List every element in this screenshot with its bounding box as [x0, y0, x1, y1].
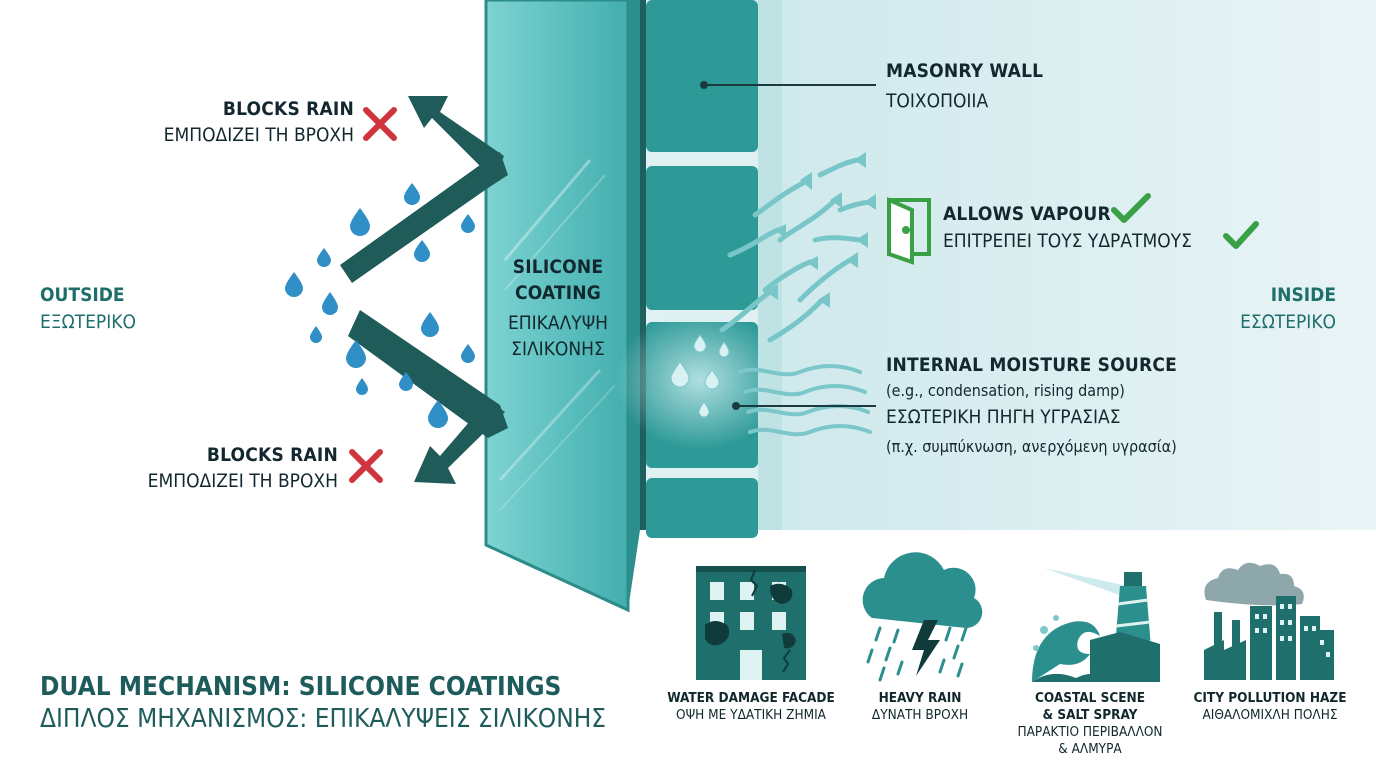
scenario-label-gr: ΔΥΝΑΤΗ ΒΡΟΧΗ	[871, 707, 969, 723]
coating-label-gr-line2: ΣΙΛΙΚΟΝΗΣ	[511, 338, 605, 360]
door-icon	[887, 196, 931, 265]
scenario-label-gr-line2: & ΑΛΜΥΡΑ	[1058, 741, 1122, 757]
inside-label: INSIDE	[1270, 284, 1336, 306]
moisture-source-detail-gr: (π.χ. συμπύκνωση, ανερχόμενη υγρασία)	[886, 437, 1177, 456]
main-title: DUAL MECHANISM: SILICONE COATINGS	[40, 672, 562, 702]
scenario-label-gr: ΑΙΘΑΛΟΜΙΧΛΗ ΠΟΛΗΣ	[1202, 707, 1338, 723]
moisture-mist	[615, 310, 785, 450]
inside-background	[760, 0, 1376, 530]
lighthouse-wave-icon	[1032, 568, 1160, 682]
cross-icon-bottom	[349, 449, 383, 483]
scenario-label-gr-line1: ΠΑΡΑΚΤΙΟ ΠΕΡΙΒΑΛΛΟΝ	[1017, 724, 1163, 740]
scenario-label: HEAVY RAIN	[878, 690, 962, 706]
scenario-label: WATER DAMAGE FACADE	[667, 690, 835, 706]
deflect-arrow-top	[340, 96, 508, 283]
outside-label: OUTSIDE	[40, 284, 125, 306]
masonry-wall-label-gr: ΤΟΙΧΟΠΟΙΙΑ	[886, 90, 989, 112]
outside-label-gr: ΕΞΩΤΕΡΙΚΟ	[40, 311, 136, 333]
blocks-rain-bottom-label: BLOCKS RAIN	[206, 444, 338, 466]
inside-label-gr: ΕΣΩΤΕΡΙΚΟ	[1240, 311, 1336, 333]
check-icon-top	[1111, 193, 1151, 223]
moisture-source-detail: (e.g., condensation, rising damp)	[886, 381, 1125, 400]
coating-label-line1: SILICONE	[512, 256, 604, 278]
coating-label-gr-line1: ΕΠΙΚΑΛΥΨΗ	[507, 312, 609, 334]
coating-label-block: SILICONE COATING ΕΠΙΚΑΛΥΨΗ ΣΙΛΙΚΟΝΗΣ	[500, 254, 616, 362]
scenario-label: CITY POLLUTION HAZE	[1193, 690, 1347, 706]
scenario-label-line2: & SALT SPRAY	[1042, 707, 1138, 723]
moisture-source-label: INTERNAL MOISTURE SOURCE	[886, 354, 1177, 376]
allows-vapour-label: ALLOWS VAPOUR	[943, 203, 1111, 225]
blocks-rain-top-label: BLOCKS RAIN	[222, 98, 354, 120]
scenario-label-gr: ΟΨΗ ΜΕ ΥΔΑΤΙΚΗ ΖΗΜΙΑ	[676, 707, 826, 723]
moisture-drops-icon	[670, 334, 730, 418]
main-title-gr: ΔΙΠΛΟΣ ΜΗΧΑΝΙΣΜΟΣ: ΕΠΙΚΑΛΥΨΕΙΣ ΣΙΛΙΚΟΝΗΣ	[40, 704, 607, 734]
masonry-wall-label: MASONRY WALL	[886, 60, 1044, 82]
scenario-label-line1: COASTAL SCENE	[1034, 690, 1146, 706]
coating-label-line2: COATING	[514, 282, 602, 304]
moisture-source-label-gr: ΕΣΩΤΕΡΙΚΗ ΠΗΓΗ ΥΓΡΑΣΙΑΣ	[886, 406, 1121, 428]
allows-vapour-label-gr: ΕΠΙΤΡΕΠΕΙ ΤΟΥΣ ΥΔΡΑΤΜΟΥΣ	[943, 230, 1192, 252]
rain-drops	[285, 183, 475, 428]
scenario-caption-water-damage: WATER DAMAGE FACADE ΟΨΗ ΜΕ ΥΔΑΤΙΚΗ ΖΗΜΙΑ	[656, 690, 846, 724]
deflect-arrow-bottom	[348, 310, 508, 484]
scenario-caption-city-pollution: CITY POLLUTION HAZE ΑΙΘΑΛΟΜΙΧΛΗ ΠΟΛΗΣ	[1180, 690, 1360, 724]
leader-lines	[704, 84, 876, 407]
check-icon-bottom	[1223, 221, 1259, 249]
vapour-arrow-heads	[766, 152, 876, 308]
silicone-coating-layer	[484, 0, 640, 613]
scenario-caption-coastal: COASTAL SCENE & SALT SPRAY ΠΑΡΑΚΤΙΟ ΠΕΡΙ…	[1010, 690, 1170, 758]
city-pollution-icon	[1204, 562, 1334, 680]
blocks-rain-top-label-gr: ΕΜΠΟΔΙΖΕΙ ΤΗ ΒΡΟΧΗ	[163, 124, 354, 146]
masonry-wall	[630, 0, 782, 538]
heavy-rain-icon	[862, 552, 983, 682]
damaged-building-icon	[696, 566, 806, 680]
blocks-rain-bottom-label-gr: ΕΜΠΟΔΙΖΕΙ ΤΗ ΒΡΟΧΗ	[147, 470, 338, 492]
cross-icon-top	[363, 107, 397, 141]
scenario-caption-heavy-rain: HEAVY RAIN ΔΥΝΑΤΗ ΒΡΟΧΗ	[840, 690, 1000, 724]
